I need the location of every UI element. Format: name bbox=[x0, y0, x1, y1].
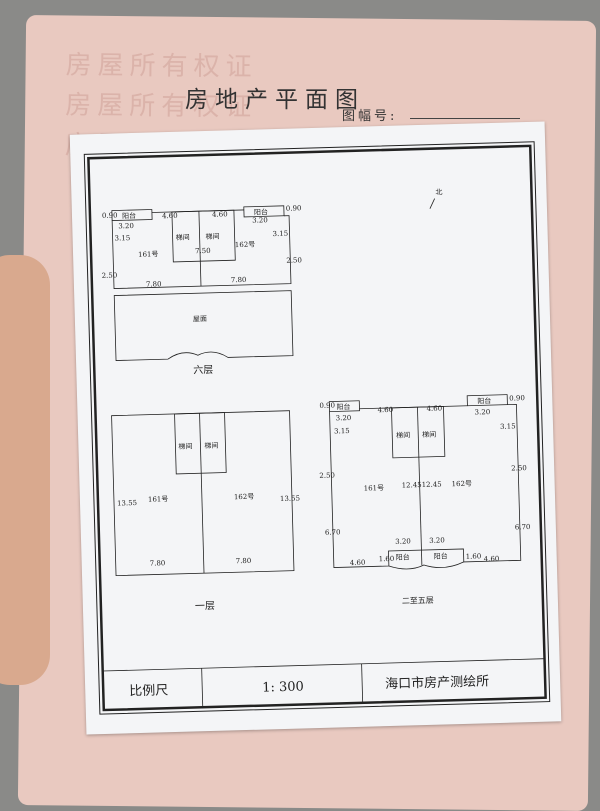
dimension-label: 3.15 bbox=[334, 427, 350, 435]
document-title: 房地产平面图 bbox=[185, 87, 365, 113]
dimension-label: 6.70 bbox=[515, 523, 531, 531]
dimension-label: 3.15 bbox=[115, 234, 131, 242]
dimension-label: 1.60 bbox=[379, 555, 395, 563]
sixth-floor-plan: 阳台 阳台 梯间 梯间 161号 162号 屋面 六层 0.90 3.20 4.… bbox=[102, 204, 302, 377]
plan-label: 阳台 bbox=[477, 396, 491, 405]
plan-label: 梯间 bbox=[422, 430, 436, 439]
footer-divider bbox=[102, 658, 545, 672]
floors-2-5-plan: 阳台 阳台 梯间 梯间 阳台 阳台 161号 162号 0.90 3.20 4.… bbox=[319, 394, 531, 606]
plan-label: 梯间 bbox=[396, 430, 410, 439]
floor-plan-sheet: 比例尺 1: 300 海口市房产测绘所 北 阳台 阳台 梯间 梯间 161号 1… bbox=[69, 121, 562, 735]
hand bbox=[0, 255, 50, 685]
dimension-label: 7.80 bbox=[236, 557, 252, 565]
plan-label: 梯间 bbox=[178, 441, 192, 450]
dimension-label: 6.70 bbox=[325, 528, 341, 536]
plan-label: 161号 bbox=[148, 495, 169, 504]
dimension-label: 4.60 bbox=[377, 406, 393, 414]
footer-divider bbox=[361, 663, 364, 703]
scale-value: 1: 300 bbox=[262, 679, 304, 695]
dimension-label: 3.20 bbox=[336, 414, 352, 422]
dimension-label: 4.60 bbox=[484, 555, 500, 563]
plan-label: 梯间 bbox=[204, 441, 218, 450]
plan-label: 六层 bbox=[193, 364, 213, 377]
dimension-label: 4.60 bbox=[162, 212, 178, 220]
dimension-label: 7.80 bbox=[146, 280, 162, 288]
plan-label: 162号 bbox=[234, 493, 255, 502]
dimension-label: 3.15 bbox=[272, 230, 288, 238]
dimension-label: 3.15 bbox=[500, 422, 516, 430]
dimension-label: 3.20 bbox=[252, 216, 268, 224]
dimension-label: 1.60 bbox=[466, 552, 482, 560]
plan-label: 屋面 bbox=[193, 315, 207, 323]
inner-border bbox=[87, 144, 547, 712]
dimension-label: 2.50 bbox=[511, 464, 527, 472]
plan-label: 161号 bbox=[138, 250, 159, 259]
plan-label: 二至五层 bbox=[402, 596, 434, 606]
dimension-label: 3.20 bbox=[429, 536, 445, 544]
dimension-label: 0.90 bbox=[102, 211, 118, 219]
plan-label: 162号 bbox=[235, 241, 256, 250]
dimension-label: 7.50 bbox=[195, 247, 211, 255]
plan-label: 161号 bbox=[364, 484, 385, 493]
dimension-label: 4.60 bbox=[350, 559, 366, 567]
dimension-label: 0.90 bbox=[319, 401, 335, 409]
dimension-label: 2.50 bbox=[319, 471, 335, 479]
first-floor-plan: 梯间 梯间 161号 162号 13.55 13.55 7.80 7.80 一层 bbox=[111, 410, 300, 613]
plan-label: 阳台 bbox=[254, 207, 268, 216]
dimension-label: 4.60 bbox=[212, 210, 228, 218]
scale-label: 比例尺 bbox=[129, 683, 168, 699]
dimension-label: 0.90 bbox=[509, 394, 525, 402]
plan-label: 北 bbox=[435, 188, 442, 196]
plan-label: 阳台 bbox=[396, 552, 410, 561]
map-number-line bbox=[410, 118, 520, 119]
dimension-label: 7.80 bbox=[150, 559, 166, 567]
dimension-label: 12.45 bbox=[402, 481, 422, 490]
dimension-label: 3.20 bbox=[395, 537, 411, 545]
north-arrow: 北 bbox=[429, 188, 443, 209]
dimension-label: 4.60 bbox=[426, 404, 442, 412]
map-number-label: 图幅号: bbox=[342, 109, 398, 124]
dimension-label: 2.50 bbox=[102, 271, 118, 279]
footer-divider bbox=[201, 668, 204, 708]
plan-label: 梯间 bbox=[175, 232, 189, 241]
plan-label: 阳台 bbox=[336, 402, 350, 411]
plan-label: 阳台 bbox=[434, 551, 448, 560]
dimension-label: 0.90 bbox=[286, 204, 302, 212]
plan-label: 阳台 bbox=[122, 211, 136, 220]
outer-border bbox=[83, 141, 551, 715]
dimension-label: 13.55 bbox=[117, 499, 137, 508]
plan-label: 一层 bbox=[195, 600, 215, 613]
dimension-label: 13.55 bbox=[280, 494, 300, 503]
dimension-label: 2.50 bbox=[286, 256, 302, 264]
dimension-label: 3.20 bbox=[118, 222, 134, 230]
dimension-label: 3.20 bbox=[475, 408, 491, 416]
surveyor-name: 海口市房产测绘所 bbox=[385, 673, 489, 692]
dimension-label: 12.45 bbox=[422, 481, 442, 490]
dimension-label: 7.80 bbox=[231, 276, 247, 284]
plan-label: 梯间 bbox=[205, 232, 219, 241]
plan-label: 162号 bbox=[452, 480, 473, 489]
